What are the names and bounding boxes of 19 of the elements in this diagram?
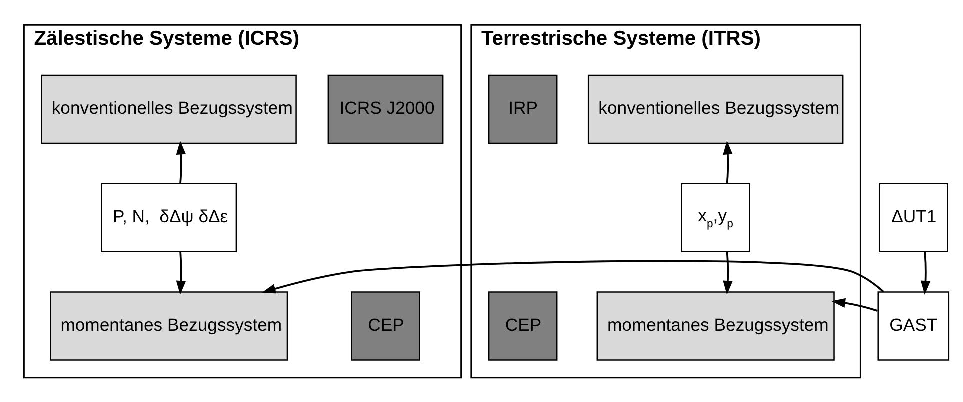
- node-box: GAST: [878, 291, 950, 360]
- node-box: CEP: [351, 291, 420, 360]
- arrow: [723, 251, 733, 294]
- node-box: ICRS J2000: [328, 74, 444, 144]
- arrow: [920, 251, 931, 294]
- node-box: CEP: [488, 291, 558, 360]
- arrow: [723, 140, 733, 184]
- arrow: [832, 298, 878, 312]
- node-box: ΔUT1: [879, 182, 948, 252]
- arrow: [176, 140, 186, 184]
- arrow: [262, 260, 884, 294]
- node-box: momentanes Bezugssystem: [596, 291, 835, 360]
- node-box: konventionelles Bezugssystem: [41, 74, 297, 144]
- arrow: [176, 251, 186, 294]
- node-box: IRP: [488, 74, 558, 144]
- node-box: konventionelles Bezugssystem: [588, 74, 844, 144]
- node-box: x$_{p}$,y$_{p}$: [681, 182, 750, 252]
- node-box: P, N, δΔψ δΔε: [101, 182, 238, 252]
- node-box: momentanes Bezugssystem: [50, 291, 288, 360]
